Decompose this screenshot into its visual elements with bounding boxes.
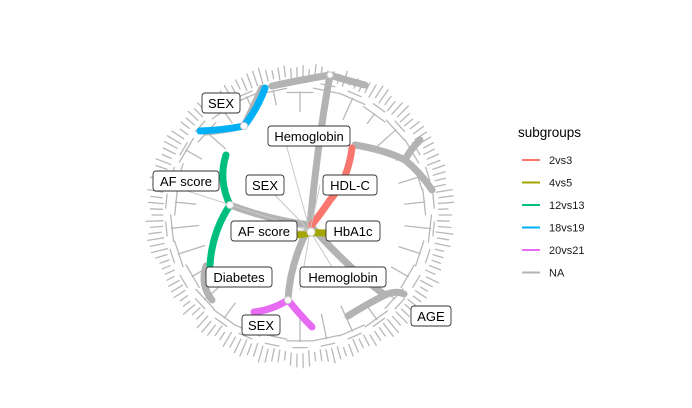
svg-text:AF score: AF score xyxy=(238,224,290,239)
branch-na-diabetes xyxy=(200,262,216,304)
subgroup-branches xyxy=(196,84,356,331)
branch-2vs3 xyxy=(307,144,356,230)
label-hba1c: HbA1c xyxy=(325,220,381,242)
branch-na-bottom-right-3 xyxy=(381,288,408,299)
node-dot xyxy=(240,122,248,130)
legend-label: 2vs3 xyxy=(549,155,572,167)
node-dot xyxy=(306,227,316,237)
legend-label: 4vs5 xyxy=(549,178,572,190)
branch-na-right xyxy=(351,141,409,164)
label-sex-bottom: SEX xyxy=(241,314,281,336)
canopy-branches xyxy=(145,64,455,369)
label-hemoglobin-bottom: Hemoglobin xyxy=(299,266,387,288)
label-hdl-c: HDL-C xyxy=(322,174,378,196)
branch-na-top-left xyxy=(268,71,334,90)
tree-canopy xyxy=(145,64,455,369)
svg-text:Hemoglobin: Hemoglobin xyxy=(274,129,343,144)
svg-text:HDL-C: HDL-C xyxy=(330,178,370,193)
branch-18vs19 xyxy=(196,122,248,135)
legend-label: NA xyxy=(549,268,565,280)
label-age: AGE xyxy=(410,305,452,327)
node-dot xyxy=(284,296,292,304)
svg-text:Diabetes: Diabetes xyxy=(213,270,265,285)
legend-item: 20vs21 xyxy=(522,245,584,257)
branch-20vs21 xyxy=(250,296,292,316)
legend-label: 18vs19 xyxy=(549,223,584,235)
legend-title: subgroups xyxy=(518,125,581,140)
branch-na-right-3 xyxy=(401,136,424,164)
svg-text:HbA1c: HbA1c xyxy=(333,224,373,239)
legend-label: 12vs13 xyxy=(549,200,584,212)
branch-12vs13-b xyxy=(206,201,234,269)
node-dot xyxy=(226,201,234,209)
svg-text:AF score: AF score xyxy=(160,174,212,189)
label-af-score-center: AF score xyxy=(230,220,298,242)
label-sex-upper-left: SEX xyxy=(201,92,241,114)
svg-text:Hemoglobin: Hemoglobin xyxy=(308,270,377,285)
node-dot xyxy=(326,71,334,79)
branch-12vs13 xyxy=(219,151,234,209)
branch-na-top-right xyxy=(326,71,369,89)
label-hemoglobin-top: Hemoglobin xyxy=(267,125,351,147)
label-sex-center: SEX xyxy=(245,174,285,196)
legend-label: 20vs21 xyxy=(549,245,584,257)
branch-na-bottom-right-2 xyxy=(344,291,389,320)
label-af-score-left: AF score xyxy=(152,170,220,192)
legend-item: 2vs3 xyxy=(522,155,572,167)
svg-text:AGE: AGE xyxy=(417,309,445,324)
legend-item: 12vs13 xyxy=(522,200,584,212)
svg-text:SEX: SEX xyxy=(248,318,274,333)
junction-nodes xyxy=(226,71,334,304)
label-diabetes: Diabetes xyxy=(205,266,273,288)
svg-text:SEX: SEX xyxy=(208,96,234,111)
legend-item: 4vs5 xyxy=(522,178,572,190)
legend-item: NA xyxy=(522,268,565,280)
legend-item: 18vs19 xyxy=(522,223,584,235)
svg-text:SEX: SEX xyxy=(252,178,278,193)
